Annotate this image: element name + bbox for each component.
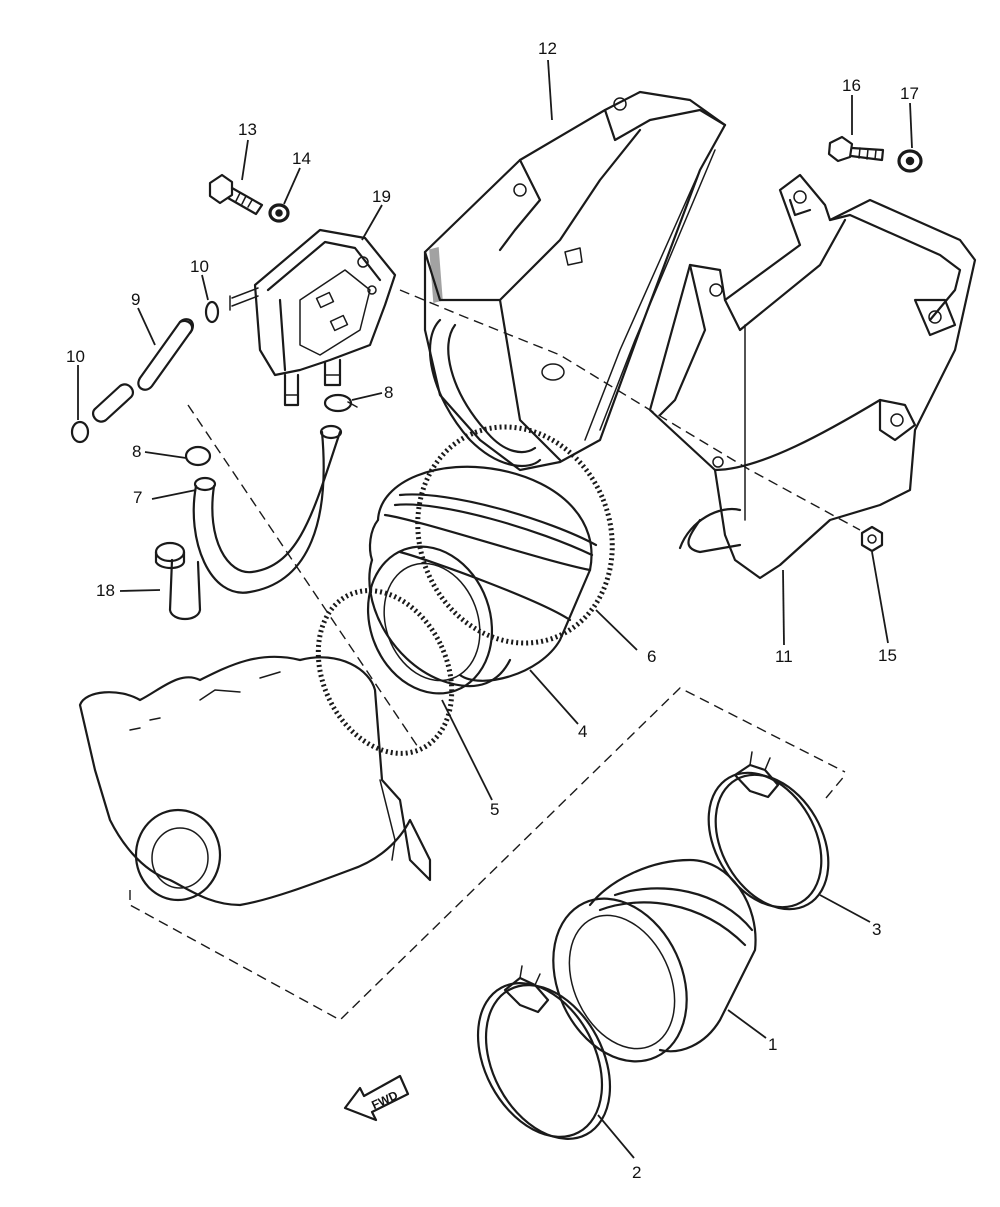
part-13-bolt	[208, 173, 264, 216]
part-10-clip-lower	[70, 420, 90, 444]
callout-5: 5	[490, 800, 499, 819]
part-2-clamp	[476, 965, 612, 1140]
callout-10-upper: 10	[190, 257, 209, 276]
callout-3: 3	[872, 920, 881, 939]
part-4-filter-element	[366, 465, 598, 695]
part-19-breather-block	[229, 228, 397, 407]
part-11-air-case	[648, 173, 977, 580]
part-7-hose	[192, 424, 343, 594]
callout-9: 9	[131, 290, 140, 309]
callout-13: 13	[238, 120, 257, 139]
callout-8-lower: 8	[132, 442, 141, 461]
engine-outline	[78, 655, 432, 907]
callout-15: 15	[878, 646, 897, 665]
part-5-ring	[315, 588, 455, 756]
part-9-hose	[91, 318, 194, 423]
callout-18: 18	[96, 581, 115, 600]
part-18-drain-plug	[154, 541, 202, 621]
part-16-bolt	[827, 135, 885, 163]
part-3-clamp	[707, 751, 830, 911]
part-8-clip-lower	[184, 445, 212, 467]
part-1-joint	[552, 858, 757, 1063]
callout-6: 6	[647, 647, 656, 666]
callout-11: 11	[775, 647, 793, 666]
assembly-dashed-frame	[129, 289, 861, 1021]
callout-7: 7	[133, 488, 142, 507]
part-6-ring	[415, 424, 615, 646]
part-8-clip-upper	[323, 393, 358, 413]
part-15-nut	[860, 525, 884, 553]
callout-4: 4	[578, 722, 587, 741]
callout-17: 17	[900, 84, 919, 103]
callout-16: 16	[842, 76, 861, 95]
callout-labels: 1 2 3 4 5 6 7 8 8 9 10 10 11 12 13 14 15…	[66, 39, 919, 1182]
callout-10-lower: 10	[66, 347, 85, 366]
part-14-washer	[268, 203, 290, 223]
part-10-clip-upper	[204, 300, 220, 324]
callout-8-upper: 8	[384, 383, 393, 402]
callout-12: 12	[538, 39, 557, 58]
part-12-air-case	[423, 90, 727, 472]
callout-19: 19	[372, 187, 391, 206]
forward-arrow: FWD	[343, 1074, 410, 1122]
callout-2: 2	[632, 1163, 641, 1182]
callout-1: 1	[768, 1035, 777, 1054]
part-17-washer	[897, 149, 923, 173]
callout-14: 14	[292, 149, 311, 168]
leader-lines	[77, 59, 913, 1159]
